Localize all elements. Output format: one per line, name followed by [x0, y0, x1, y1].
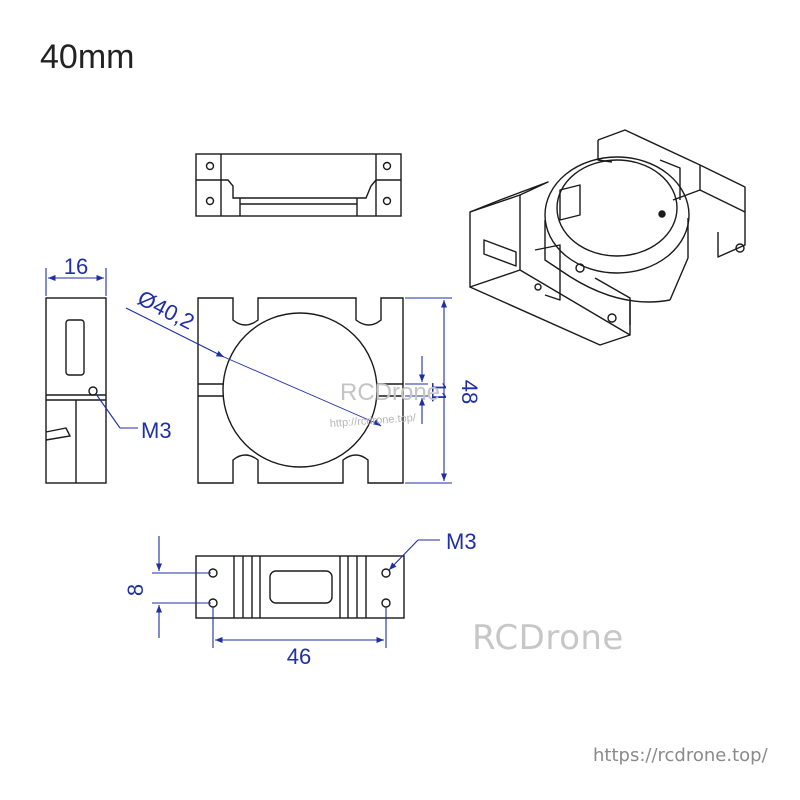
- dim-spacing-8: 8: [123, 584, 148, 596]
- side-view: [45, 297, 107, 484]
- hole-label-bottom: M3: [446, 529, 477, 554]
- bottom-view: [195, 555, 405, 619]
- corner-watermark-brand: RCDrone: [472, 618, 624, 658]
- dim-gap-11: 11: [427, 382, 449, 403]
- center-watermark-brand: RCDrone: [340, 379, 440, 406]
- dim-width-16: 16: [64, 254, 88, 279]
- front-view: [197, 297, 404, 484]
- top-view: [195, 153, 402, 217]
- hole-label-side: M3: [141, 418, 172, 443]
- dim-diameter: Ø40,2: [134, 285, 199, 334]
- center-watermark: RCDrone http://rcdrone.top/: [329, 379, 440, 430]
- dimension-lines: [45, 268, 452, 648]
- dim-length-46: 46: [287, 644, 311, 669]
- page-title: 40mm: [40, 38, 135, 76]
- corner-watermark-url: https://rcdrone.top/: [593, 745, 768, 766]
- dim-height-48: 48: [457, 380, 482, 404]
- isometric-view: [469, 129, 746, 346]
- center-watermark-url: http://rcdrone.top/: [329, 412, 417, 430]
